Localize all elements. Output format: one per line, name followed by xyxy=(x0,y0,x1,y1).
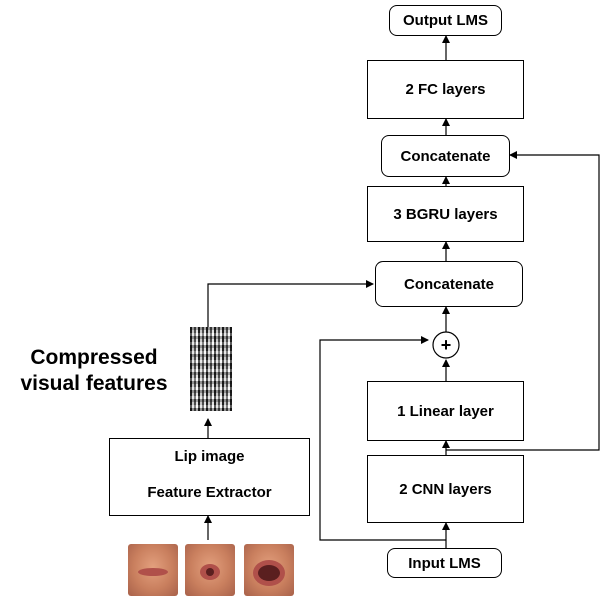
fc-layers-node: 2 FC layers xyxy=(367,60,524,119)
output-lms-node: Output LMS xyxy=(389,5,502,36)
fc-layers-label: 2 FC layers xyxy=(405,81,486,98)
bgru-layers-label: 3 BGRU layers xyxy=(393,205,498,223)
lip-extractor-line1: Lip image xyxy=(174,448,245,465)
lip-frame-open-image xyxy=(244,544,294,596)
compressed-features-label: Compressed visual features xyxy=(8,345,180,397)
linear-layer-node: 1 Linear layer xyxy=(367,381,524,441)
output-lms-label: Output LMS xyxy=(403,12,488,29)
bgru-layers-node: 3 BGRU layers xyxy=(367,186,524,242)
linear-layer-label: 1 Linear layer xyxy=(397,402,494,420)
arrow-skip-to-plus xyxy=(319,336,446,541)
concatenate-top-label: Concatenate xyxy=(400,147,491,165)
compressed-feature-map-image xyxy=(190,327,232,411)
lip-extractor-node: Lip image Feature Extractor xyxy=(109,438,310,516)
cnn-layers-label: 2 CNN layers xyxy=(399,480,492,498)
cnn-layers-node: 2 CNN layers xyxy=(367,455,524,523)
input-lms-label: Input LMS xyxy=(408,554,481,572)
lip-frame-round-image xyxy=(185,544,235,596)
arrow-visual-to-concat xyxy=(207,280,374,327)
compressed-line2: visual features xyxy=(20,372,168,395)
concatenate-mid-label: Concatenate xyxy=(403,275,495,293)
concatenate-mid-node: Concatenate xyxy=(375,261,523,307)
lip-extractor-line2: Feature Extractor xyxy=(147,484,272,501)
lip-frame-closed-image xyxy=(128,544,178,596)
arrow-skip-to-concat-top xyxy=(446,151,600,451)
compressed-line1: Compressed xyxy=(30,346,158,369)
concatenate-top-node: Concatenate xyxy=(381,135,510,177)
plus-symbol: + xyxy=(441,335,452,355)
input-lms-node: Input LMS xyxy=(387,548,502,578)
plus-node xyxy=(432,331,460,359)
